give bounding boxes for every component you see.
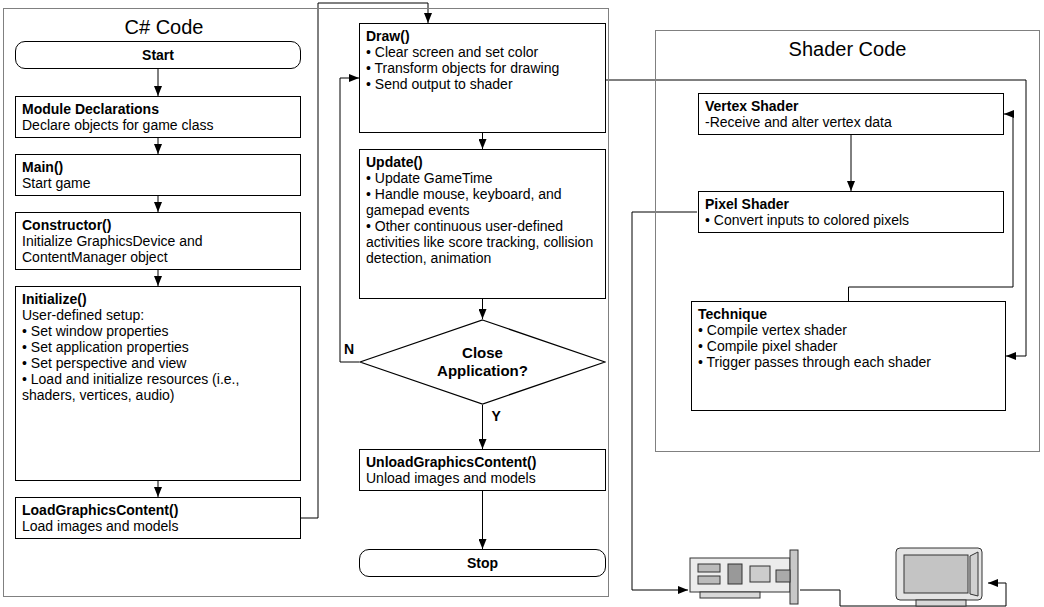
- box-heading: Main(): [22, 159, 294, 175]
- box-text: • Send output to shader: [366, 76, 599, 92]
- start-terminal: Start: [15, 41, 301, 69]
- shader-box: Vertex Shader-Receive and alter vertex d…: [698, 93, 1004, 135]
- box-heading: Pixel Shader: [705, 196, 997, 212]
- box-heading: Draw(): [366, 28, 599, 44]
- box-heading: Initialize(): [22, 291, 294, 307]
- box-text: • Trigger passes through each shader: [698, 354, 999, 370]
- box-heading: LoadGraphicsContent(): [22, 502, 294, 518]
- process-box: Constructor()Initialize GraphicsDevice a…: [15, 212, 301, 270]
- box-heading: Vertex Shader: [705, 98, 997, 114]
- flow-arrow: [482, 405, 483, 449]
- box-text: • Set application properties: [22, 339, 294, 355]
- output-wire: [632, 212, 1006, 606]
- process-box: Update()• Update GameTime• Handle mouse,…: [359, 149, 606, 299]
- flow-arrow: [158, 196, 159, 212]
- box-text: Initialize GraphicsDevice and ContentMan…: [22, 233, 294, 265]
- flow-arrow: [340, 78, 359, 362]
- box-text: • Clear screen and set color: [366, 44, 599, 60]
- box-text: Declare objects for game class: [22, 117, 294, 133]
- panel-title: Shader Code: [656, 31, 1039, 61]
- flow-arrow: [158, 481, 159, 497]
- process-box: UnloadGraphicsContent()Unload images and…: [359, 449, 606, 491]
- box-text: • Convert inputs to colored pixels: [705, 212, 997, 228]
- flow-arrow: [158, 270, 159, 286]
- decision-diamond: Close Application?: [359, 319, 606, 405]
- branch-label: Y: [490, 408, 503, 424]
- box-heading: Constructor(): [22, 217, 294, 233]
- process-box: Module DeclarationsDeclare objects for g…: [15, 96, 301, 138]
- decision-text: Close Application?: [418, 344, 548, 380]
- box-heading: Module Declarations: [22, 101, 294, 117]
- shader-box: Pixel Shader• Convert inputs to colored …: [698, 191, 1004, 233]
- box-heading: Technique: [698, 306, 999, 322]
- flow-arrow: [158, 69, 159, 96]
- flow-arrow: [482, 133, 483, 149]
- box-text: • Set perspective and view: [22, 355, 294, 371]
- graphics-card: [690, 550, 798, 604]
- terminal-text: Stop: [365, 555, 600, 571]
- monitor: [896, 548, 982, 606]
- box-text: Load images and models: [22, 518, 294, 534]
- flow-arrow: [482, 491, 483, 549]
- code-panel: StartModule DeclarationsDeclare objects …: [3, 8, 609, 597]
- process-box: LoadGraphicsContent()Load images and mod…: [15, 497, 301, 539]
- box-text: • Update GameTime: [366, 170, 599, 186]
- flow-arrow: [158, 138, 159, 154]
- terminal-text: Start: [21, 47, 295, 63]
- box-text: • Transform objects for drawing: [366, 60, 599, 76]
- flow-arrow: [851, 135, 852, 191]
- box-text: • Handle mouse, keyboard, and gamepad ev…: [366, 186, 599, 218]
- flow-arrow: [482, 299, 483, 319]
- diamond-shape: [360, 320, 605, 404]
- shader-panel: Vertex Shader-Receive and alter vertex d…: [655, 30, 1040, 452]
- process-box: Initialize()User-defined setup:• Set win…: [15, 286, 301, 481]
- box-heading: UnloadGraphicsContent(): [366, 454, 599, 470]
- box-text: • Compile vertex shader: [698, 322, 999, 338]
- branch-label: N: [342, 341, 356, 357]
- box-heading: Update(): [366, 154, 599, 170]
- process-box: Draw()• Clear screen and set color• Tran…: [359, 23, 606, 133]
- stop-terminal: Stop: [359, 549, 606, 577]
- box-text: Start game: [22, 175, 294, 191]
- process-box: Main()Start game: [15, 154, 301, 196]
- panel-title: C# Code: [4, 9, 324, 39]
- box-text: • Load and initialize resources (i.e., s…: [22, 371, 294, 403]
- box-text: • Other continuous user-defined activiti…: [366, 218, 599, 266]
- shader-box: Technique• Compile vertex shader• Compil…: [691, 301, 1006, 411]
- box-text: -Receive and alter vertex data: [705, 114, 997, 130]
- box-text: • Set window properties: [22, 323, 294, 339]
- box-text: • Compile pixel shader: [698, 338, 999, 354]
- box-text: User-defined setup:: [22, 307, 294, 323]
- box-text: Unload images and models: [366, 470, 599, 486]
